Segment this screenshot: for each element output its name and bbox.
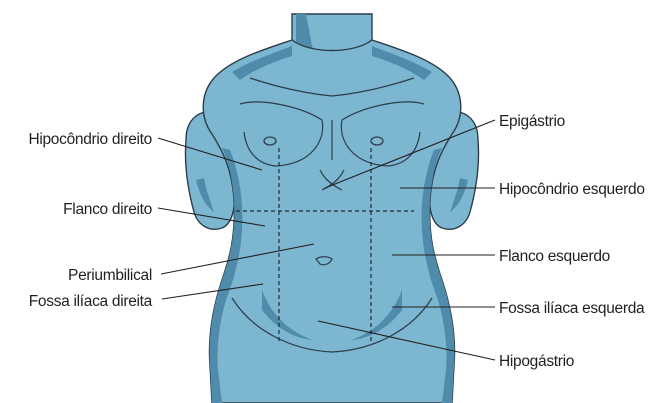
label-hipocondrio-direito: Hipocôndrio direito	[28, 131, 152, 148]
label-hipogastrio: Hipogástrio	[499, 353, 574, 370]
label-flanco-direito: Flanco direito	[63, 201, 152, 218]
label-periumbilical: Periumbilical	[68, 267, 152, 284]
label-epigastrio: Epigástrio	[499, 113, 565, 130]
label-flanco-esquerdo: Flanco esquerdo	[499, 248, 610, 265]
label-fossa-iliaca-esquerda: Fossa ilíaca esquerda	[499, 300, 645, 317]
label-hipocondrio-esquerdo: Hipocôndrio esquerdo	[499, 181, 645, 198]
torso-illustration	[185, 14, 478, 403]
label-fossa-iliaca-direita: Fossa ilíaca direita	[29, 293, 153, 310]
